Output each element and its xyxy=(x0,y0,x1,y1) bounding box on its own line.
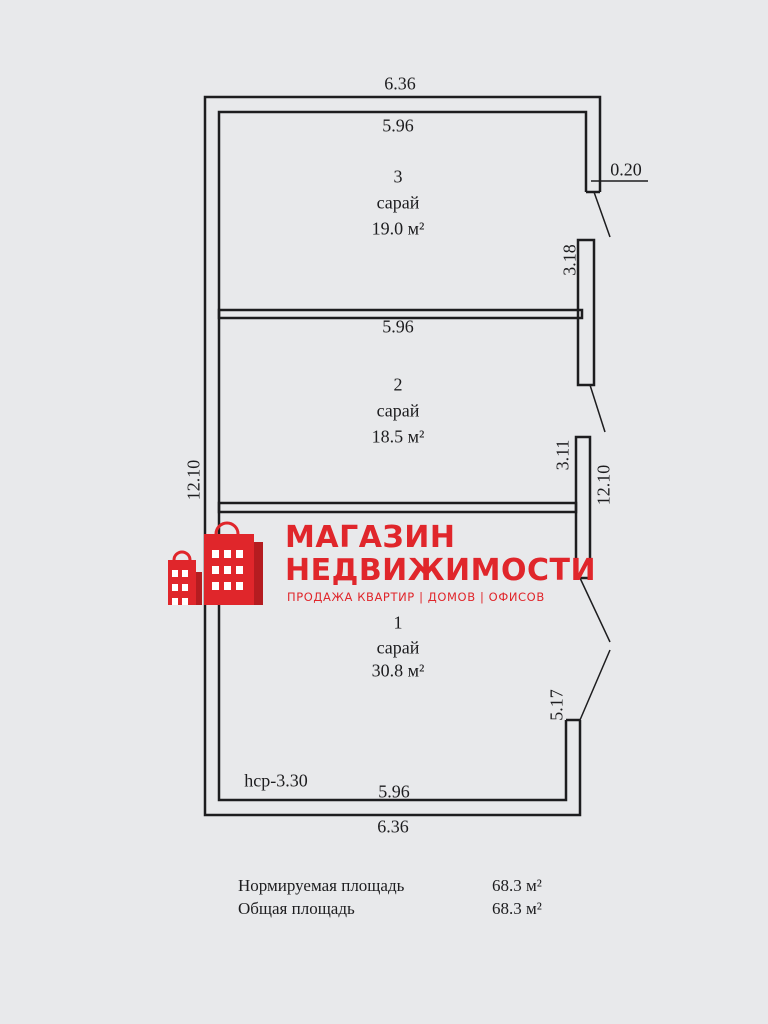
partition-wall xyxy=(217,308,584,320)
summary-value-normed: 68.3 м² xyxy=(492,876,542,895)
ceiling-height: hср-3.30 xyxy=(244,770,308,791)
dim-bottom-inner: 5.96 xyxy=(378,781,410,802)
dim-bottom-outer: 6.36 xyxy=(377,816,409,837)
watermark-tagline: ПРОДАЖА КВАРТИР | ДОМОВ | ОФИСОВ xyxy=(287,590,545,604)
summary-value-total: 68.3 м² xyxy=(492,899,542,918)
partition-wall xyxy=(217,501,578,514)
room-3-name: сарай xyxy=(376,192,420,213)
room-2-area: 18.5 м² xyxy=(371,426,425,447)
door-swing xyxy=(593,191,611,238)
dim-segment-3: 3.18 xyxy=(559,244,580,276)
dim-right: 12.10 xyxy=(593,464,614,506)
summary-label-normed: Нормируемая площадь xyxy=(238,876,405,895)
room-1-number: 1 xyxy=(393,612,403,633)
watermark-line2: НЕДВИЖИМОСТИ xyxy=(285,553,597,588)
dim-mid: 5.96 xyxy=(382,316,414,337)
inner-wall xyxy=(217,110,588,802)
watermark-building-icon xyxy=(168,521,263,605)
room-2-number: 2 xyxy=(393,374,403,395)
room-1-name: сарай xyxy=(376,637,420,658)
summary-label-total: Общая площадь xyxy=(238,899,355,918)
dim-left: 12.10 xyxy=(183,459,204,501)
dim-segment-2: 3.11 xyxy=(552,439,573,471)
outer-wall xyxy=(203,95,602,817)
room-3-area: 19.0 м² xyxy=(371,218,425,239)
door-swing xyxy=(579,649,611,721)
dim-wall-thickness: 0.20 xyxy=(610,159,642,180)
room-1-area: 30.8 м² xyxy=(371,660,425,681)
door-swing xyxy=(589,384,606,433)
room-3-number: 3 xyxy=(393,166,403,187)
wall-segment xyxy=(576,238,596,387)
room-2-name: сарай xyxy=(376,400,420,421)
watermark-line1: МАГАЗИН xyxy=(285,520,456,555)
dim-top-outer: 6.36 xyxy=(384,73,416,94)
door-swing xyxy=(579,577,611,643)
dim-segment-1: 5.17 xyxy=(546,689,567,721)
dim-top-inner: 5.96 xyxy=(382,115,414,136)
